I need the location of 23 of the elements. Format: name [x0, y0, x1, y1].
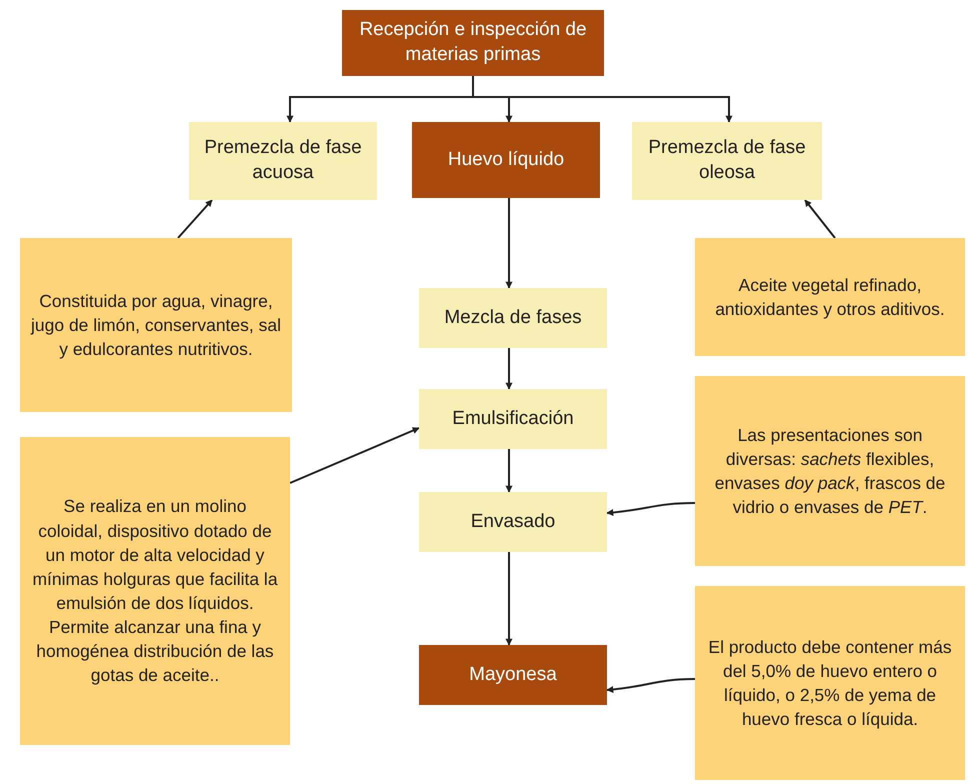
note-box: El producto debe contener más del 5,0% de huevo entero o líquido, o 2,5% de yema de huevo fresca o líquida.: [695, 586, 965, 780]
process-box: Emulsificación: [419, 389, 607, 449]
arrow: [290, 427, 420, 484]
note-box: Constituida por agua, vinagre, jugo de limón, conservantes, sal y edulcorantes nutritivos.: [20, 238, 292, 412]
process-box: Huevo líquido: [412, 122, 600, 198]
note-box: Aceite vegetal refinado, antioxidantes y otros aditivos.: [695, 238, 965, 356]
arrow: [506, 198, 512, 289]
process-box: Premezcla de fase oleosa: [632, 122, 822, 200]
process-box: Recepción e inspección de materias primas: [342, 10, 604, 76]
arrow: [804, 199, 836, 239]
process-box: Envasado: [419, 492, 607, 552]
arrow: [472, 76, 732, 123]
process-box: Premezcla de fase acuosa: [189, 122, 377, 200]
note-box: Las presentaciones son diversas: sachets flexibles, envases doy pack, frascos de vidrio o envases de PET.: [695, 376, 965, 566]
arrow: [177, 199, 213, 239]
arrow: [606, 678, 696, 693]
arrow: [606, 502, 696, 516]
process-box: Mayonesa: [419, 645, 607, 705]
note-box: Se realiza en un molino coloidal, dispositivo dotado de un motor de alta velocidad y mínimas holguras que facilita la emulsión de dos líquidos. Permite alcanzar una fina y homogénea distribución de las gotas de aceite..: [20, 437, 290, 745]
arrow: [506, 348, 512, 390]
arrow: [506, 552, 512, 646]
process-box: Mezcla de fases: [419, 288, 607, 348]
arrow: [506, 449, 512, 493]
